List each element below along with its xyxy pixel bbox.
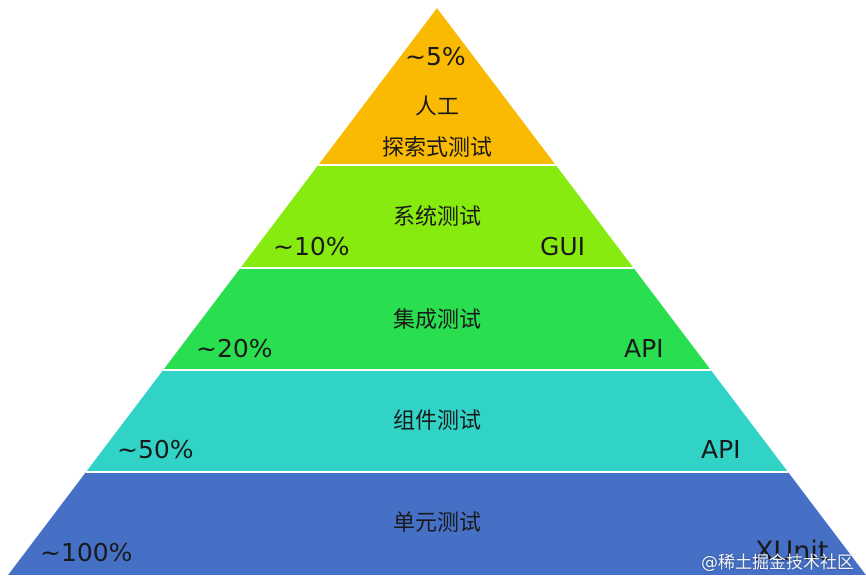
layer-percent-component: ~50% bbox=[117, 435, 194, 464]
band-system bbox=[240, 165, 634, 268]
layer-name-manual-line1: 人工 bbox=[414, 95, 460, 120]
layer-percent-integration: ~20% bbox=[196, 334, 273, 363]
watermark: @稀土掘金技术社区 bbox=[701, 553, 854, 573]
band-unit bbox=[8, 472, 866, 575]
layer-name-unit: 单元测试 bbox=[392, 511, 482, 536]
layer-name-manual-line2: 探索式测试 bbox=[381, 136, 493, 161]
layer-name-system: 系统测试 bbox=[392, 205, 482, 230]
layer-tech-integration: API bbox=[624, 334, 664, 363]
band-integration bbox=[163, 268, 711, 370]
band-component bbox=[85, 370, 789, 472]
band-manual bbox=[318, 8, 556, 165]
layer-percent-unit: ~100% bbox=[40, 538, 133, 567]
layer-tech-system: GUI bbox=[540, 232, 586, 261]
layer-percent-manual: ~5% bbox=[405, 42, 466, 71]
layer-tech-unit: XUnit bbox=[755, 536, 829, 567]
layer-tech-component: API bbox=[701, 435, 741, 464]
layer-percent-system: ~10% bbox=[273, 232, 350, 261]
layer-name-component: 组件测试 bbox=[392, 409, 482, 434]
layer-name-integration: 集成测试 bbox=[392, 308, 482, 333]
